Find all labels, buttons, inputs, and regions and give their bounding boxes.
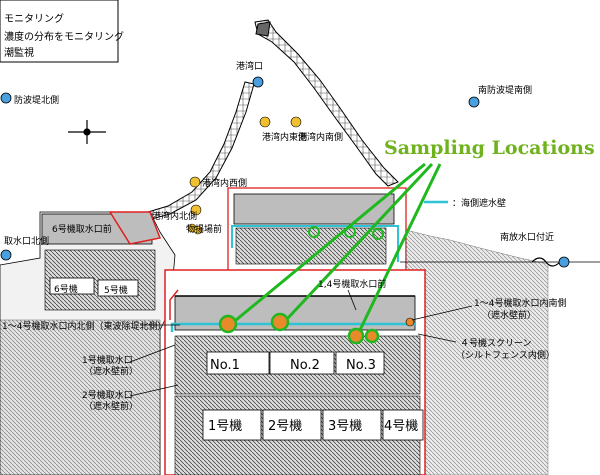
label-no3: No.3 <box>346 358 376 373</box>
monitor-point-south-outlet[interactable] <box>558 256 570 268</box>
legend-line-1: モニタリング <box>4 12 64 25</box>
label-unit6: 6号機 <box>54 283 78 295</box>
monitor-point-unload-2[interactable] <box>193 225 203 235</box>
monitor-point-inner-south[interactable] <box>290 116 302 128</box>
monitor-point-inner-north[interactable] <box>190 204 202 216</box>
label-intake-north: 取水口北側 <box>4 235 49 247</box>
label-south-breakwater: 南防波堤南側 <box>478 84 532 96</box>
label-inner-north: 港湾内北側 <box>152 210 197 222</box>
monitor-point-inner-west[interactable] <box>189 176 201 188</box>
sample-point-3[interactable] <box>347 327 365 345</box>
label-unit4: 4号機 <box>384 419 418 434</box>
zoom-frame <box>164 269 426 475</box>
label-u14-intake-front: 1,4号機取水口前 <box>318 278 386 290</box>
leader-lines <box>129 289 473 397</box>
label-physical-unload: 物揚場前 <box>186 223 222 235</box>
label-unit6-intake: 6号機取水口前 <box>52 223 112 235</box>
north-breakwater <box>254 19 399 187</box>
label-u14-intake-south: 1～4号機取水口内南側 <box>474 297 566 309</box>
label-u14-intake-south-sub: （遮水壁前） <box>482 309 536 321</box>
label-unit3: 3号機 <box>328 419 362 434</box>
map-title: Sampling Locations <box>384 137 595 159</box>
monitor-point-port-entrance[interactable] <box>252 76 264 88</box>
sample-point-2[interactable] <box>270 312 290 332</box>
label-inner-south: 港湾内南側 <box>298 131 343 143</box>
monitor-point-south-breakwater[interactable] <box>468 96 480 108</box>
label-inner-west: 港湾内西側 <box>202 177 247 189</box>
sample-point-south-inner[interactable] <box>405 317 415 327</box>
label-u1-intake: 1号機取水口 <box>82 354 133 366</box>
label-unit2: 2号機 <box>268 419 302 434</box>
compass-icon <box>68 120 106 144</box>
west-land <box>0 211 176 475</box>
label-north-breakwater: 防波堤北側 <box>14 94 59 106</box>
sample-marker-upper-3 <box>372 228 384 240</box>
label-port-entrance: 港湾口 <box>236 60 263 72</box>
label-inner-east: 港湾内東側 <box>262 131 307 143</box>
label-south-outlet: 南放水口付近 <box>500 231 554 243</box>
label-no1: No.1 <box>210 358 240 373</box>
sampling-pointers <box>235 162 442 331</box>
label-u2-intake-sub: （遮水壁前） <box>84 400 138 412</box>
label-u2-intake: 2号機取水口 <box>82 389 133 401</box>
sample-point-1[interactable] <box>218 314 238 334</box>
label-u1-intake-sub: （遮水壁前） <box>84 365 138 377</box>
monitor-point-inner-east[interactable] <box>259 116 271 128</box>
sample-marker-upper-1 <box>308 226 320 238</box>
label-u4-screen: ４号機スクリーン <box>460 337 532 349</box>
label-u4-screen-sub: （シルトフェンス内側） <box>456 349 555 361</box>
legend-box <box>0 0 119 63</box>
label-no2: No.2 <box>290 358 320 373</box>
monitor-point-intake-north[interactable] <box>0 249 12 261</box>
label-unit1: 1号機 <box>208 419 242 434</box>
monitor-point-north[interactable] <box>0 92 12 104</box>
legend-line-3: 潮監視 <box>4 46 34 59</box>
sample-point-4[interactable] <box>364 328 380 344</box>
seawall-legend-label: ：海側遮水壁 <box>452 197 506 209</box>
legend-line-2: 濃度の分布をモニタリング <box>4 30 124 43</box>
label-u14-intake-north: 1～4号機取水口内北側（東波除堤北側） <box>2 320 166 332</box>
label-unit5: 5号機 <box>104 284 128 296</box>
